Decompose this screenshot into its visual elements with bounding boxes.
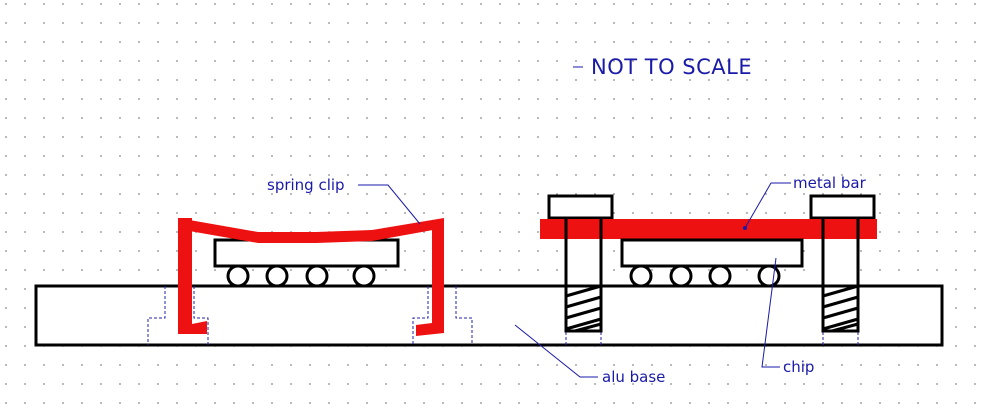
chip-leader-line — [761, 257, 780, 368]
screw-shafts-over-bar — [564, 218, 860, 240]
left-clip-slot-hidden — [147, 286, 209, 345]
alu-base-block — [34, 284, 944, 347]
scale-note: NOT TO SCALE — [591, 55, 752, 79]
metal-bar-leader-dot — [743, 226, 747, 230]
alu-base-label: alu base — [602, 368, 665, 386]
metal-bar — [540, 219, 877, 239]
alu-base-leader-line — [514, 324, 598, 378]
spring-clip-leader-line — [358, 184, 421, 225]
right-chip — [620, 238, 804, 288]
spring-clip — [178, 218, 444, 336]
metal-bar-leader-line — [744, 182, 791, 229]
spring-clip-label: spring clip — [267, 176, 345, 194]
metal-bar-label: metal bar — [793, 174, 867, 192]
right-clip-slot-hidden — [412, 286, 473, 345]
left-chip — [213, 238, 400, 288]
chip-label: chip — [783, 358, 814, 376]
